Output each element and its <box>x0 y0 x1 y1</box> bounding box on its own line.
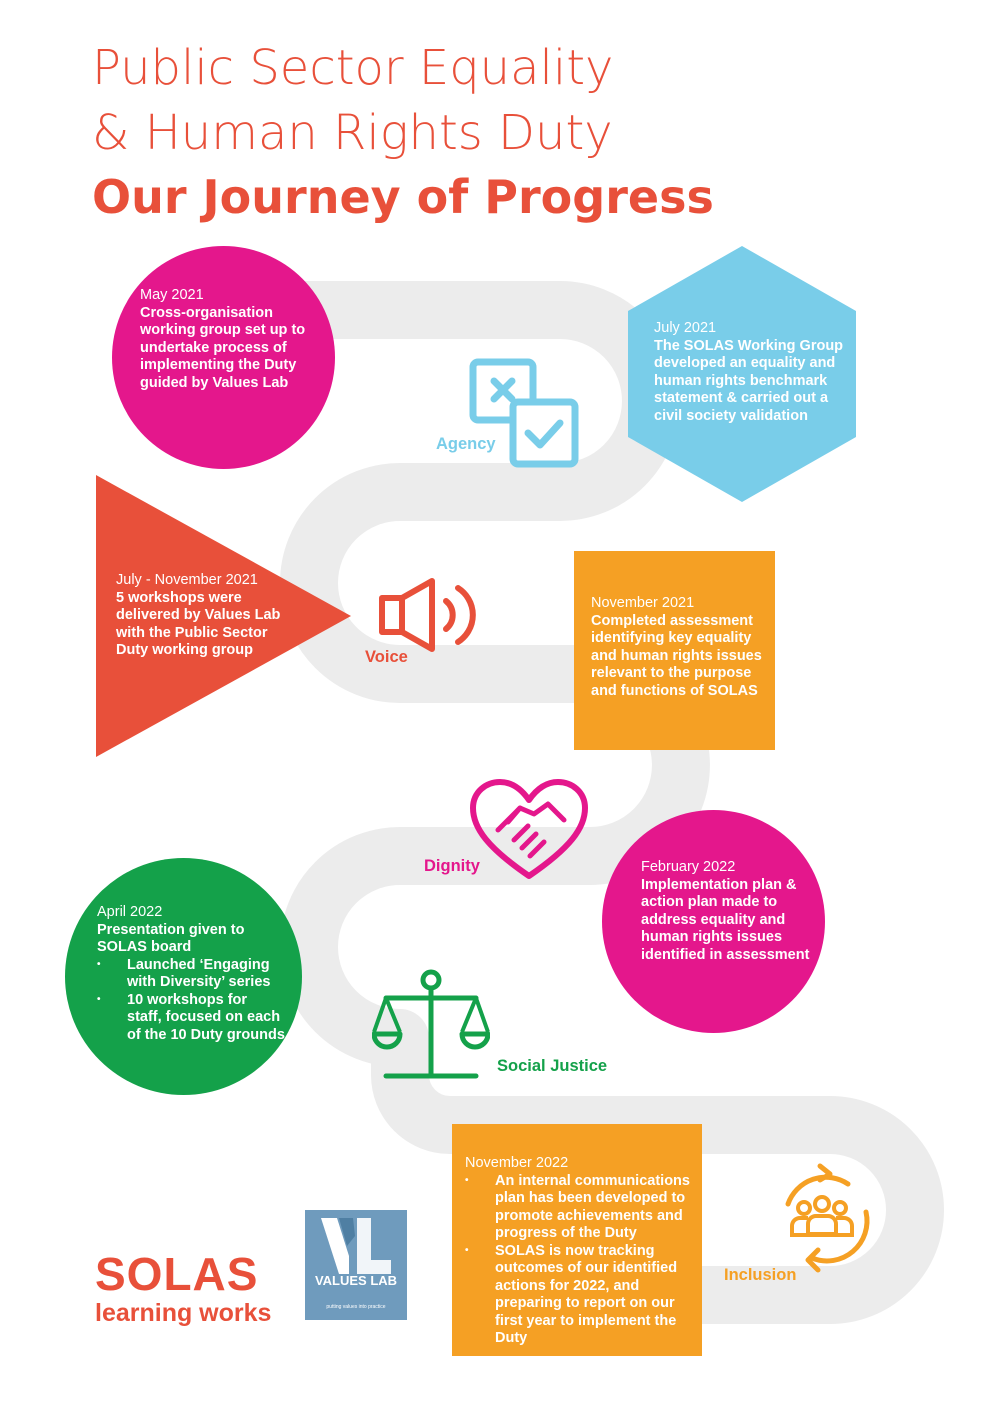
list-item: An internal communications plan has been… <box>465 1172 697 1243</box>
values-lab-logo: VALUES LAB putting values into practice <box>305 1210 407 1320</box>
solas-logo-tagline: learning works <box>95 1299 272 1327</box>
milestone-description: The SOLAS Working Group developed an equ… <box>654 337 844 424</box>
group-cycle-icon <box>785 1163 870 1273</box>
values-lab-name: VALUES LAB <box>314 1273 398 1288</box>
milestone-description: Cross-organisation working group set up … <box>140 304 306 391</box>
milestone-july-2021-text: July 2021 The SOLAS Working Group develo… <box>654 320 844 425</box>
value-label-voice: Voice <box>365 648 408 666</box>
checkbox-icon <box>469 358 579 468</box>
milestone-bullets: Launched ‘Engaging with Diversity’ serie… <box>97 956 285 1045</box>
milestone-date: April 2022 <box>97 904 163 920</box>
page-title-line2: & Human Rights Duty <box>92 105 613 161</box>
milestone-date: May 2021 <box>140 287 204 303</box>
list-item: Launched ‘Engaging with Diversity’ serie… <box>97 956 285 992</box>
milestone-bullets: An internal communications plan has been… <box>465 1172 697 1348</box>
milestone-november-2021-square <box>574 551 775 750</box>
milestone-may-2021-circle <box>112 246 335 469</box>
values-lab-mark <box>321 1218 391 1274</box>
solas-logo: SOLAS learning works <box>95 1250 271 1328</box>
milestone-july-november-2021-triangle <box>96 475 351 757</box>
value-label-inclusion: Inclusion <box>724 1266 797 1284</box>
milestone-date: November 2021 <box>591 595 695 611</box>
speaker-icon <box>379 578 476 652</box>
milestone-february-2022-text: February 2022 Implementation plan & acti… <box>641 859 816 964</box>
milestone-date: July - November 2021 <box>116 572 258 588</box>
milestone-july-2021-hexagon <box>628 246 856 502</box>
milestone-date: February 2022 <box>641 859 736 875</box>
milestone-july-november-2021-text: July - November 2021 5 workshops were de… <box>116 572 286 660</box>
values-lab-tagline: putting values into practice <box>326 1304 386 1310</box>
milestone-november-2021-text: November 2021 Completed assessment ident… <box>591 595 766 700</box>
milestone-date: November 2022 <box>465 1155 569 1171</box>
page-title-line1: Public Sector Equality <box>92 40 614 96</box>
milestone-description: Completed assessment identifying key equ… <box>591 612 762 699</box>
milestone-description: Presentation given to SOLAS board <box>97 921 245 956</box>
milestone-date: July 2021 <box>654 320 717 336</box>
page-subtitle: Our Journey of Progress <box>92 170 714 224</box>
milestone-november-2022-text: November 2022 An internal communications… <box>465 1155 697 1348</box>
milestone-description: 5 workshops were delivered by Values Lab… <box>116 589 281 659</box>
list-item: SOLAS is now tracking outcomes of our id… <box>465 1242 697 1348</box>
value-label-dignity: Dignity <box>424 857 480 875</box>
milestone-may-2021-text: May 2021 Cross-organisation working grou… <box>140 287 320 392</box>
milestone-april-2022-text: April 2022 Presentation given to SOLAS b… <box>97 904 285 1044</box>
list-item: 10 workshops for staff, focused on each … <box>97 991 285 1045</box>
milestone-description: Implementation plan & action plan made t… <box>641 876 810 963</box>
value-label-agency: Agency <box>436 435 496 453</box>
heart-handshake-icon <box>470 779 588 879</box>
solas-logo-name: SOLAS <box>95 1248 259 1300</box>
milestone-february-2022-circle <box>602 810 825 1033</box>
scales-icon <box>372 969 490 1079</box>
value-label-social-justice: Social Justice <box>497 1057 608 1075</box>
